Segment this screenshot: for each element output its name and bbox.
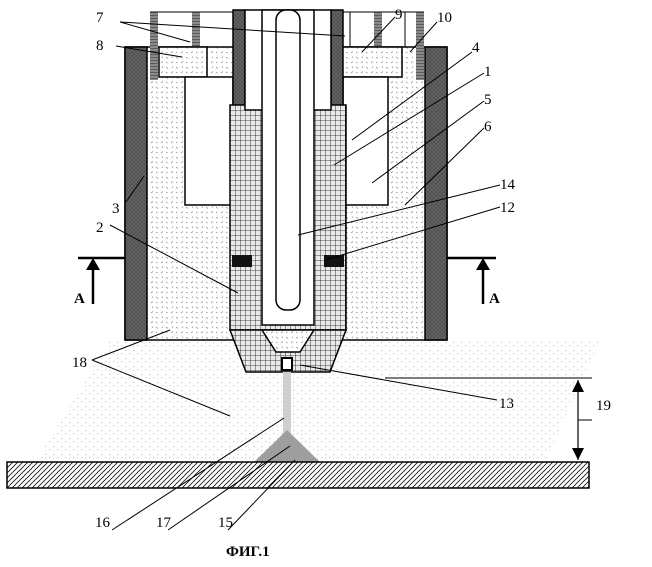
cooling-chamber-right bbox=[343, 77, 388, 205]
label-13: 13 bbox=[499, 396, 514, 412]
electrode-holder-right bbox=[331, 10, 343, 110]
label-4: 4 bbox=[472, 40, 480, 56]
workpiece-plate bbox=[7, 462, 589, 488]
nozzle-orifice bbox=[282, 358, 292, 370]
label-16: 16 bbox=[95, 515, 111, 531]
rod-left-outer bbox=[150, 12, 158, 80]
electrode-holder-left bbox=[233, 10, 245, 110]
label-7: 7 bbox=[96, 10, 104, 26]
label-12: 12 bbox=[500, 200, 515, 216]
section-label-right: A bbox=[489, 291, 500, 307]
dimension-arrow-bottom bbox=[572, 448, 584, 460]
label-18: 18 bbox=[72, 355, 87, 371]
label-8: 8 bbox=[96, 38, 104, 54]
label-15: 15 bbox=[218, 515, 233, 531]
label-2: 2 bbox=[96, 220, 104, 236]
housing-left-wall bbox=[125, 47, 147, 340]
label-1: 1 bbox=[484, 64, 492, 80]
label-14: 14 bbox=[500, 177, 516, 193]
label-5: 5 bbox=[484, 92, 492, 108]
insulator-block-left bbox=[159, 47, 207, 77]
label-3: 3 bbox=[112, 201, 120, 217]
label-19: 19 bbox=[596, 398, 611, 414]
cooling-chamber-left bbox=[185, 77, 233, 205]
insulator-block-right bbox=[342, 47, 402, 77]
label-10: 10 bbox=[437, 10, 452, 26]
housing-right-wall bbox=[425, 47, 447, 340]
label-9: 9 bbox=[395, 7, 403, 23]
electrode-core bbox=[276, 10, 300, 310]
plasma-jet bbox=[283, 372, 291, 437]
label-17: 17 bbox=[156, 515, 172, 531]
figure-caption: ФИГ.1 bbox=[226, 544, 270, 560]
label-6: 6 bbox=[484, 119, 492, 135]
rod-right-outer bbox=[416, 12, 424, 80]
section-label-left: A bbox=[74, 291, 85, 307]
